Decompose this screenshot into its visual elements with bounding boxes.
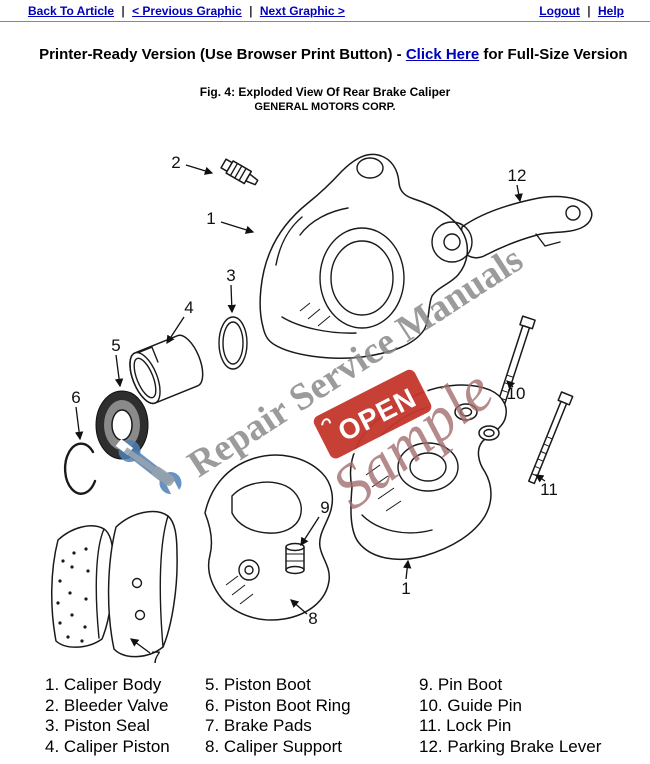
nav-separator: | bbox=[587, 4, 591, 18]
legend-item: 1. Caliper Body bbox=[45, 675, 162, 694]
legend-item: 5. Piston Boot bbox=[205, 675, 311, 694]
brake-pads bbox=[50, 510, 178, 658]
callout-5: 5 bbox=[111, 336, 120, 355]
legend-item: 11. Lock Pin bbox=[419, 716, 512, 735]
logout-link[interactable]: Logout bbox=[539, 4, 580, 18]
callout-1-right: 1 bbox=[401, 579, 410, 598]
nav-separator: | bbox=[249, 4, 253, 18]
caliper-piston bbox=[129, 334, 204, 405]
previous-graphic-link[interactable]: < Previous Graphic bbox=[132, 4, 242, 18]
company-name: GENERAL MOTORS CORP. bbox=[254, 101, 396, 113]
legend-column-2: 5. Piston Boot 6. Piston Boot Ring 7. Br… bbox=[205, 675, 419, 757]
top-navigation: Back To Article | < Previous Graphic | N… bbox=[0, 0, 650, 22]
figure-caption: Fig. 4: Exploded View Of Rear Brake Cali… bbox=[199, 85, 451, 99]
bleeder-valve bbox=[220, 158, 259, 186]
legend-item: 10. Guide Pin bbox=[419, 695, 523, 715]
legend-item: 6. Piston Boot Ring bbox=[205, 695, 351, 715]
piston-boot-ring bbox=[63, 442, 97, 495]
legend-item: 9. Pin Boot bbox=[419, 675, 503, 694]
legend-item: 7. Brake Pads bbox=[205, 716, 312, 735]
title-suffix: for Full-Size Version bbox=[479, 46, 628, 63]
brake-caliper-exploded-view: 2 1 12 3 4 5 6 7 8 9 1 bbox=[50, 153, 593, 667]
callout-11: 11 bbox=[540, 480, 558, 499]
callout-12: 12 bbox=[508, 166, 527, 185]
legend-item: 12. Parking Brake Lever bbox=[419, 736, 602, 756]
legend-item: 8. Caliper Support bbox=[205, 736, 343, 756]
help-link[interactable]: Help bbox=[597, 4, 624, 18]
nav-separator: | bbox=[121, 4, 125, 18]
lock-pin bbox=[528, 391, 574, 485]
legend-item: 4. Caliper Piston bbox=[45, 736, 170, 756]
back-to-article-link[interactable]: Back To Article bbox=[28, 4, 115, 18]
exploded-diagram: 2 1 12 3 4 5 6 7 8 9 1 bbox=[0, 115, 650, 675]
nav-left-group: Back To Article | < Previous Graphic | N… bbox=[28, 4, 345, 18]
pin-boot bbox=[285, 542, 305, 575]
tools-icon bbox=[115, 438, 182, 499]
callout-10: 10 bbox=[507, 384, 526, 403]
caliper-support-center bbox=[204, 454, 334, 621]
callout-7: 7 bbox=[151, 648, 160, 667]
parts-legend: 1. Caliper Body 2. Bleeder Valve 3. Pist… bbox=[0, 675, 650, 757]
callout-1-left: 1 bbox=[206, 209, 215, 228]
callout-2: 2 bbox=[171, 153, 180, 172]
callout-6: 6 bbox=[71, 388, 80, 407]
piston-seal bbox=[218, 316, 248, 370]
parking-brake-lever bbox=[458, 195, 593, 259]
callout-labels: 2 1 12 3 4 5 6 7 8 9 1 bbox=[71, 153, 558, 667]
callout-4: 4 bbox=[184, 298, 193, 317]
legend-item: 3. Piston Seal bbox=[45, 716, 150, 735]
pad-friction-dots bbox=[56, 547, 90, 643]
legend-column-1: 1. Caliper Body 2. Bleeder Valve 3. Pist… bbox=[45, 675, 205, 757]
callout-9: 9 bbox=[320, 498, 329, 517]
title-prefix: Printer-Ready Version (Use Browser Print… bbox=[39, 46, 406, 63]
page-title: Printer-Ready Version (Use Browser Print… bbox=[0, 29, 650, 80]
callout-3: 3 bbox=[226, 266, 235, 285]
legend-item: 2. Bleeder Valve bbox=[45, 695, 169, 715]
full-size-version-link[interactable]: Click Here bbox=[405, 46, 480, 63]
caliper-body bbox=[259, 153, 473, 359]
nav-right-group: Logout | Help bbox=[539, 4, 624, 18]
next-graphic-link[interactable]: Next Graphic > bbox=[259, 4, 345, 18]
callout-8: 8 bbox=[308, 609, 317, 628]
legend-column-3: 9. Pin Boot 10. Guide Pin 11. Lock Pin 1… bbox=[419, 675, 601, 757]
